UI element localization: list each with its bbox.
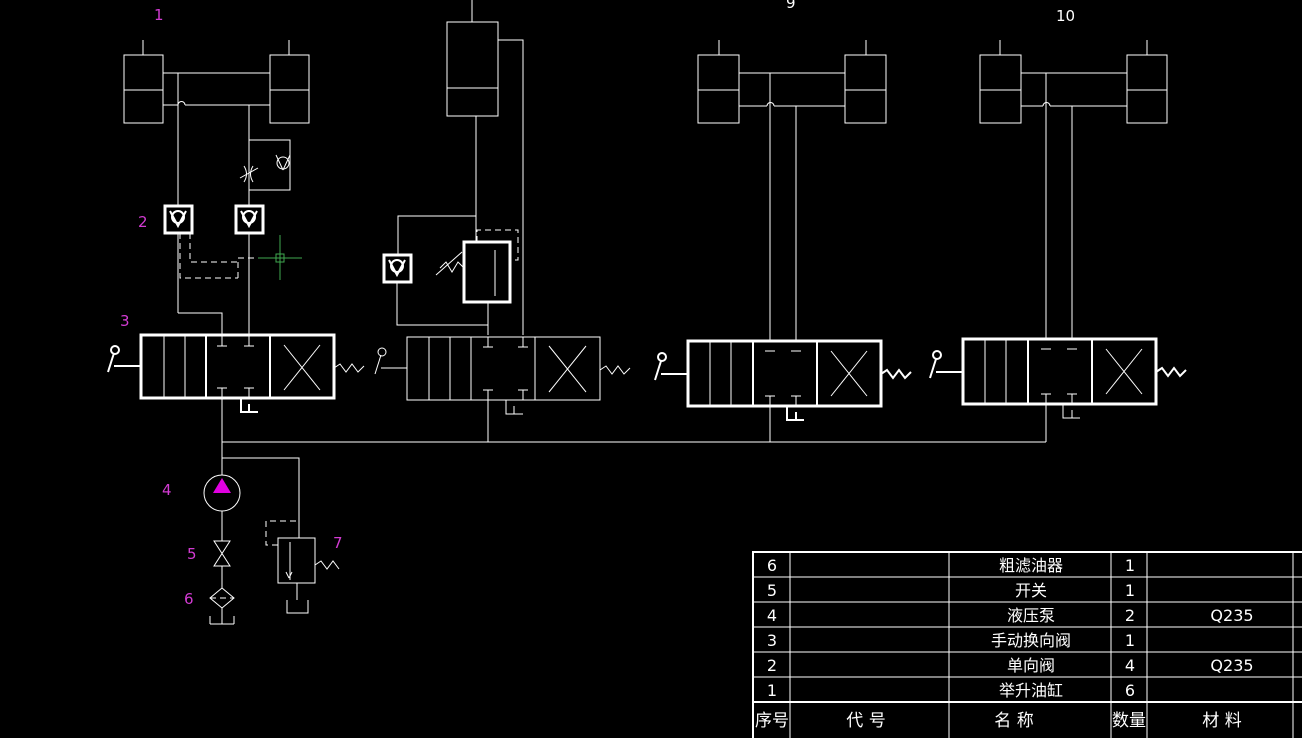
row-name: 液压泵 xyxy=(1007,606,1055,625)
table-row: 5 开关 1 xyxy=(767,581,1135,600)
switch-5 xyxy=(213,540,231,588)
row-name: 粗滤油器 xyxy=(999,556,1063,575)
directional-valve-mid xyxy=(374,336,631,442)
table-row: 6 粗滤油器 1 xyxy=(767,556,1135,575)
label-cylinder-1: 1 xyxy=(154,6,164,24)
row-qty: 6 xyxy=(1125,681,1135,700)
row-index: 3 xyxy=(767,631,777,650)
row-name: 手动换向阀 xyxy=(991,631,1071,650)
row-qty: 1 xyxy=(1125,581,1135,600)
row-qty: 1 xyxy=(1125,556,1135,575)
table-row: 3 手动换向阀 1 xyxy=(767,631,1135,650)
row-qty: 4 xyxy=(1125,656,1135,675)
pump-4 xyxy=(203,474,241,541)
table-row: 4 液压泵 2 Q235 xyxy=(767,606,1254,625)
header-name: 名 称 xyxy=(994,711,1033,731)
row-material: Q235 xyxy=(1210,656,1253,675)
table-row: 1 举升油缸 6 xyxy=(767,681,1135,700)
header-qty: 数量 xyxy=(1112,711,1146,731)
row-qty: 1 xyxy=(1125,631,1135,650)
row-index: 5 xyxy=(767,581,777,600)
label-filter-6: 6 xyxy=(184,590,194,608)
table-row: 2 单向阀 4 Q235 xyxy=(767,656,1254,675)
single-cylinder xyxy=(382,0,524,335)
row-name: 单向阀 xyxy=(1007,656,1055,675)
header-code: 代 号 xyxy=(846,711,885,731)
row-index: 1 xyxy=(767,681,777,700)
header-index: 序号 xyxy=(755,711,789,731)
row-qty: 2 xyxy=(1125,606,1135,625)
row-index: 4 xyxy=(767,606,777,625)
table-header-row: 序号 代 号 名 称 数量 材 料 xyxy=(755,711,1242,731)
label-check-valve-2: 2 xyxy=(138,213,148,231)
cylinder-group-1 xyxy=(123,40,310,205)
header-material: 材 料 xyxy=(1202,711,1241,731)
row-index: 6 xyxy=(767,556,777,575)
row-name: 开关 xyxy=(1015,581,1047,600)
label-relief-7: 7 xyxy=(333,534,343,552)
row-index: 2 xyxy=(767,656,777,675)
row-material: Q235 xyxy=(1210,606,1253,625)
directional-valve-9 xyxy=(654,339,912,442)
row-name: 举升油缸 xyxy=(999,681,1063,700)
filter-6 xyxy=(209,587,235,625)
check-valve-pair xyxy=(163,204,265,334)
relief-valve-7 xyxy=(265,520,340,614)
label-pump-4: 4 xyxy=(162,481,172,499)
directional-valve-3 xyxy=(107,333,365,475)
label-cylinder-10: 10 xyxy=(1056,7,1075,25)
directional-valve-10 xyxy=(929,337,1187,442)
label-valve-3: 3 xyxy=(120,312,130,330)
relief-branch-line xyxy=(222,457,300,538)
label-switch-5: 5 xyxy=(187,545,197,563)
label-cylinder-9: 9 xyxy=(786,0,796,12)
cylinder-group-10 xyxy=(979,40,1168,340)
parts-table: 6 粗滤油器 1 5 开关 1 4 液压泵 2 Q235 3 手动换向阀 1 xyxy=(752,551,1302,738)
cad-cursor-icon xyxy=(258,235,302,280)
cylinder-group-9 xyxy=(697,40,887,340)
cylinder-left-a xyxy=(123,54,164,124)
cylinder-left-b xyxy=(269,54,310,124)
